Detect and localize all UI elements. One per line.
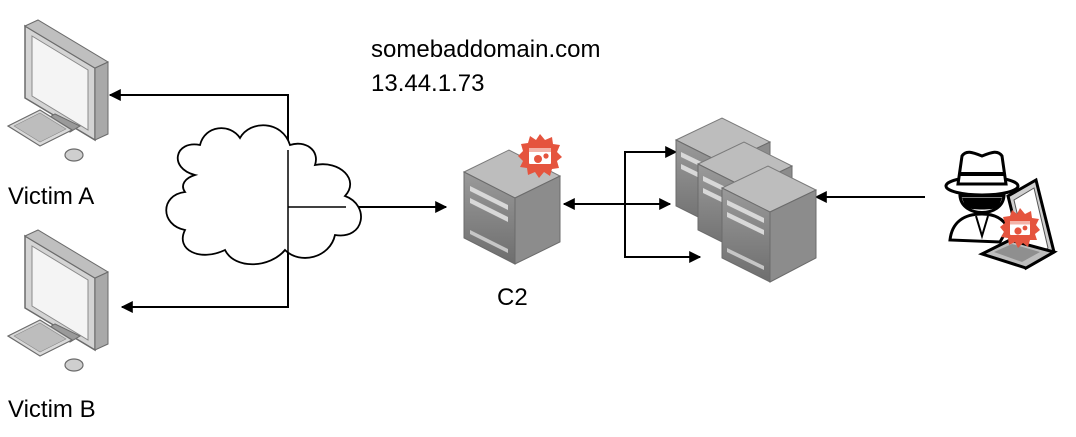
c2-label: C2	[497, 284, 528, 311]
desktop-computer-icon	[6, 229, 110, 372]
redirector-server-stack	[674, 117, 818, 283]
arrow-branch-bottom	[624, 204, 702, 263]
victim-b-label: Victim B	[8, 396, 96, 424]
victim-b-computer	[6, 229, 110, 372]
victim-a-label: Victim A	[8, 183, 95, 211]
cloud-icon	[165, 124, 362, 266]
malware-gear-badge-icon	[1000, 208, 1040, 248]
server-stack-icon	[720, 165, 818, 283]
attacker	[944, 150, 1058, 271]
arrow-branch-top	[624, 146, 678, 204]
c2-ip-label: 13.44.1.73	[371, 70, 485, 97]
malware-gear-badge-icon	[518, 134, 562, 178]
server-tower-icon	[462, 149, 562, 265]
c2-domain-label: somebaddomain.com	[371, 36, 601, 63]
c2-server	[462, 134, 562, 265]
victim-a-computer	[6, 19, 110, 162]
desktop-computer-icon	[6, 19, 110, 162]
hacker-spy-icon	[944, 150, 1020, 244]
